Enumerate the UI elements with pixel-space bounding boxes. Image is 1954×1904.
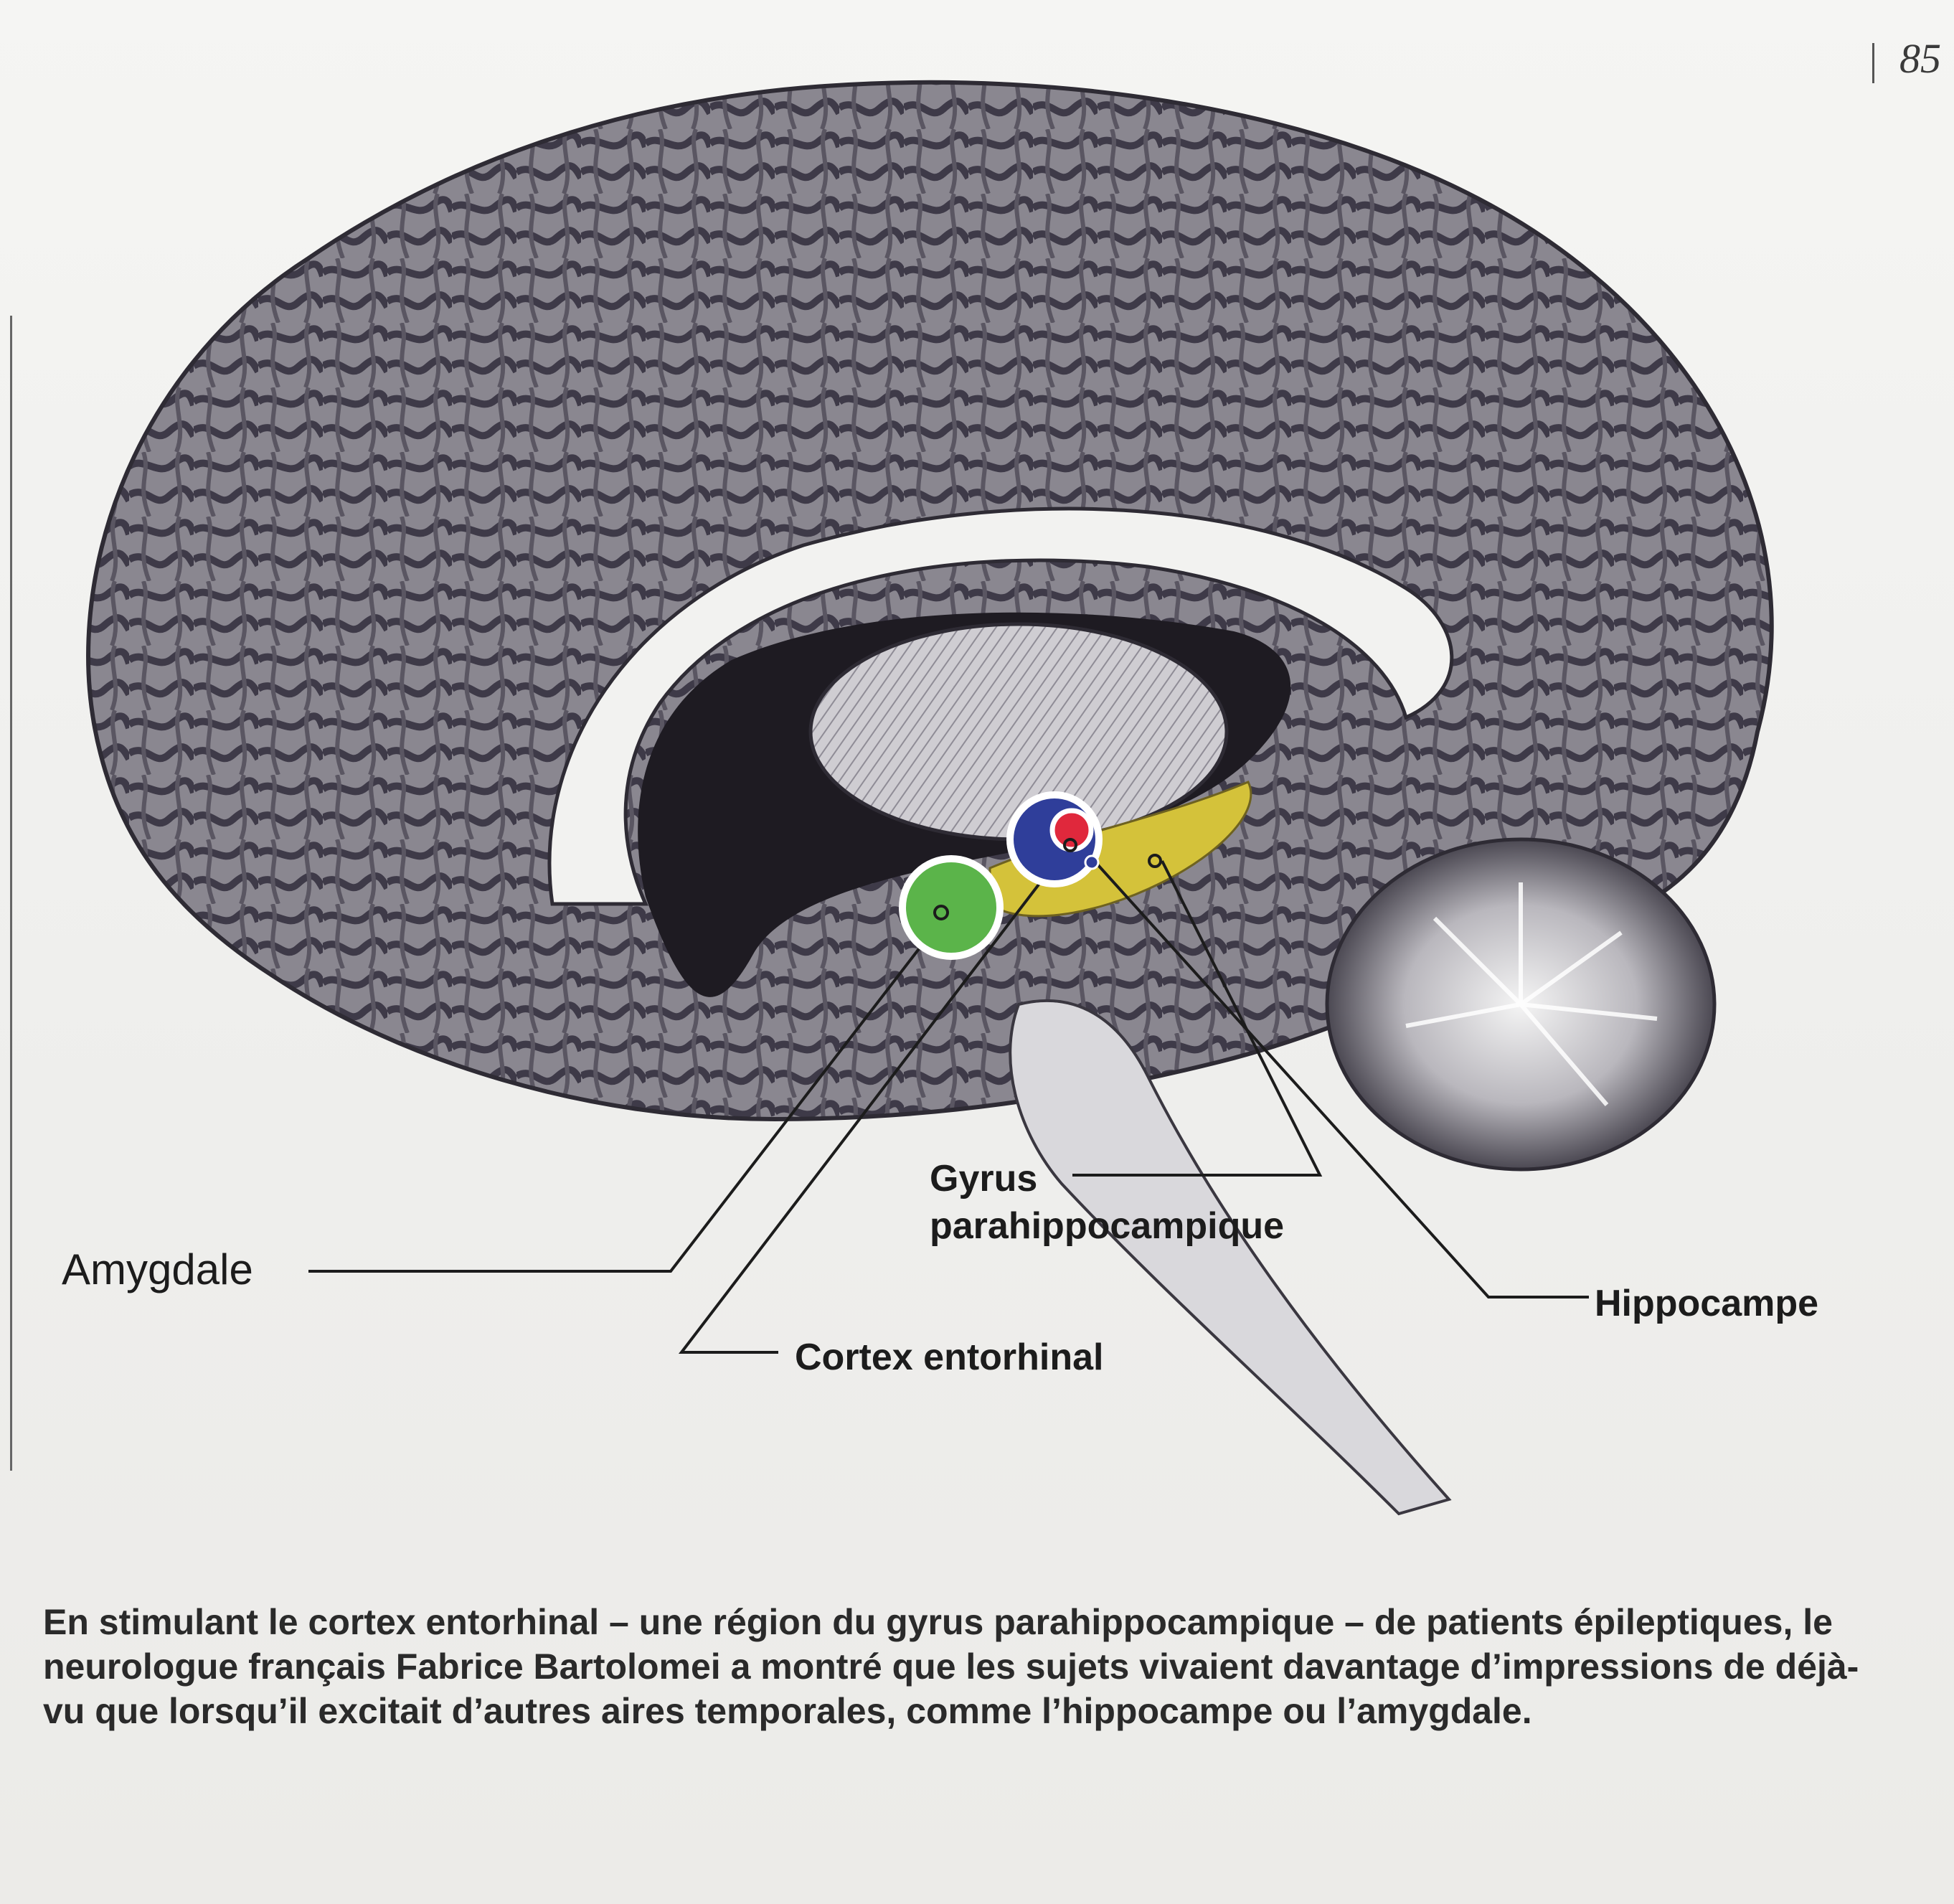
label-gyrus-parahippocampique: Gyrus parahippocampique xyxy=(930,1155,1284,1250)
cerebrum xyxy=(86,80,1774,1122)
amygdale-marker-dot xyxy=(933,905,949,920)
leader-gyrus xyxy=(1072,860,1323,1177)
corpus-callosum xyxy=(547,506,1454,906)
page-number: 85 xyxy=(1899,35,1941,82)
label-amygdale: Amygdale xyxy=(62,1245,253,1293)
leader-amygdale xyxy=(308,920,941,1273)
gyrus-marker-dot xyxy=(1148,854,1162,868)
brainstem xyxy=(1009,999,1452,1516)
margin-rule xyxy=(10,316,12,1471)
hippocampe-marker-dot xyxy=(1084,854,1100,870)
cortex-entorhinal-marker-dot xyxy=(1063,838,1077,852)
cortex-entorhinal-marker-inner xyxy=(1049,808,1094,852)
leader-cortex-entorhinal xyxy=(678,844,1070,1354)
thalamus xyxy=(808,622,1229,842)
page-number-rule xyxy=(1872,43,1874,83)
label-cortex-entorhinal: Cortex entorhinal xyxy=(795,1337,1104,1378)
leader-hippocampe xyxy=(1096,863,1589,1299)
label-hippocampe: Hippocampe xyxy=(1595,1283,1819,1324)
figure-caption: En stimulant le cortex entorhinal – une … xyxy=(43,1602,1859,1731)
leader-lines xyxy=(308,844,1589,1354)
amygdale-marker xyxy=(899,855,1004,960)
label-gyrus-line1: Gyrus xyxy=(930,1158,1038,1200)
label-gyrus-line2: parahippocampique xyxy=(930,1205,1285,1247)
